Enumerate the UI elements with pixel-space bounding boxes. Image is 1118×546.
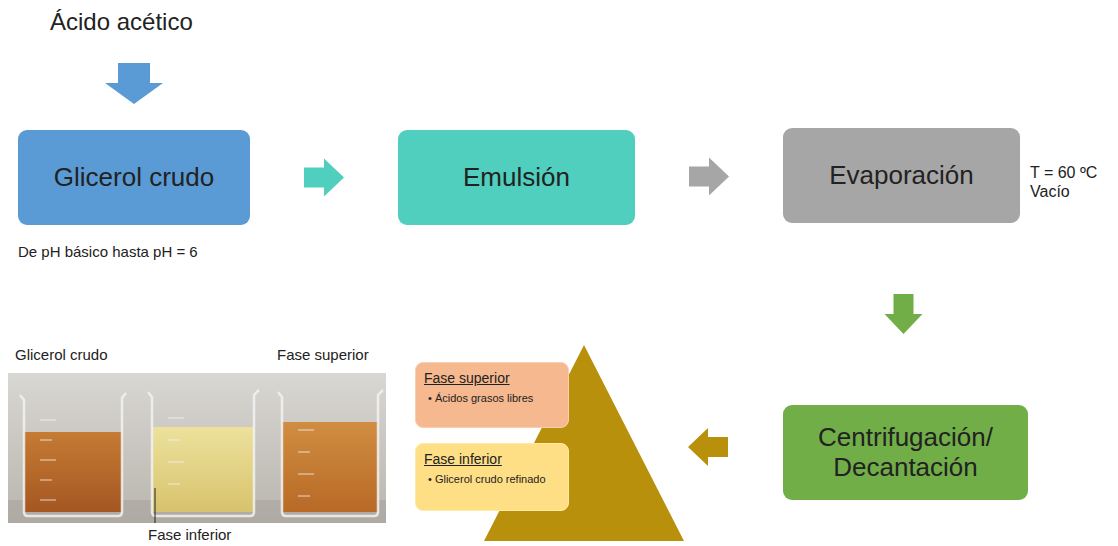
node-body: • Ácidos grasos libres: [424, 391, 560, 405]
node-title: Emulsión: [463, 163, 570, 193]
condition-label: T = 60 ºC Vacío: [1030, 163, 1114, 201]
input-arrow: [105, 63, 163, 104]
flow-arrow: [689, 158, 729, 196]
node-title: Evaporación: [829, 161, 974, 191]
node-title: Centrifugación/ Decantación: [793, 423, 1018, 483]
process-box: Emulsión: [398, 130, 635, 225]
photo-label: Fase superior: [277, 346, 369, 364]
phase-box: Fase superior • Ácidos grasos libres: [415, 362, 569, 428]
process-box: Glicerol crudo: [18, 130, 250, 225]
note-label: De pH básico hasta pH = 6: [18, 243, 198, 261]
output-arrow: [688, 428, 728, 466]
node-title: Glicerol crudo: [54, 163, 214, 193]
phase-box: Fase inferior • Glicerol crudo refinado: [415, 443, 569, 511]
leader-line: [155, 488, 156, 523]
process-box: Evaporación: [783, 128, 1020, 223]
flow-arrow: [885, 294, 923, 334]
process-box: Centrifugación/ Decantación: [783, 405, 1028, 500]
node-title: Fase superior: [424, 369, 560, 387]
node-body: • Glicerol crudo refinado: [424, 472, 560, 486]
beaker-photo: [8, 373, 386, 523]
photo-label: Fase inferior: [148, 526, 231, 544]
flow-arrow: [304, 159, 344, 197]
input-label: Ácido acético: [50, 8, 193, 37]
photo-label: Glicerol crudo: [15, 346, 108, 364]
node-title: Fase inferior: [424, 450, 560, 468]
